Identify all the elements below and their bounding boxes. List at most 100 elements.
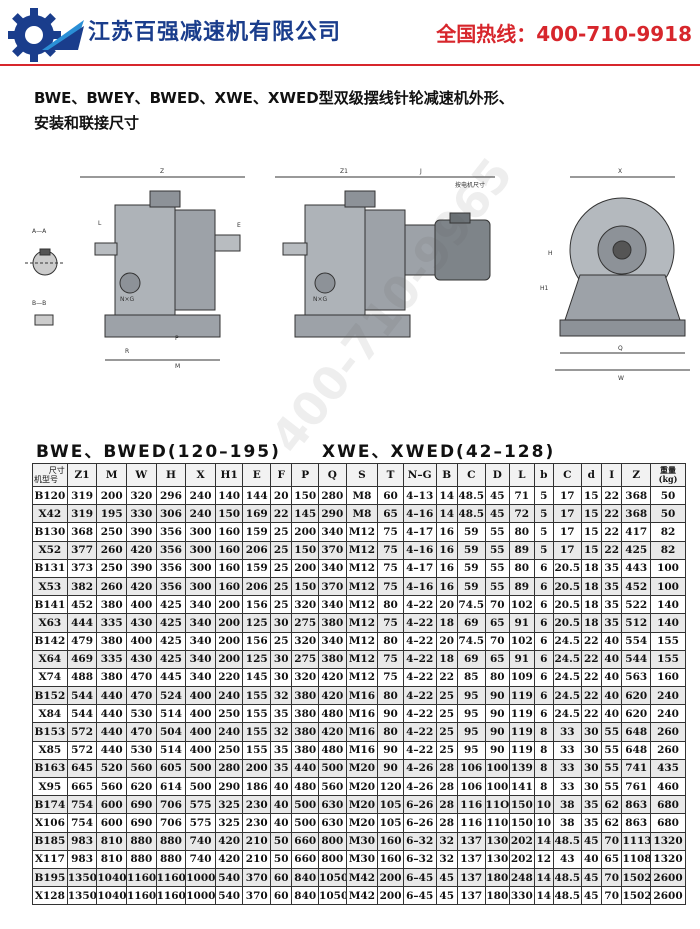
model-cell: B185 (32, 831, 68, 851)
value-cell: 530 (125, 740, 157, 760)
model-cell: X128 (32, 886, 68, 906)
value-cell: 4–16 (402, 504, 437, 524)
value-cell: 40 (580, 849, 603, 869)
value-cell: 25 (435, 722, 458, 742)
value-cell: 55 (484, 540, 511, 560)
value-cell: 33 (552, 776, 582, 797)
reducer-end-view-drawing: X Q W H H1 (540, 168, 690, 382)
label-h: H (548, 250, 553, 257)
value-cell: 137 (456, 831, 486, 851)
value-cell: 90 (377, 740, 404, 760)
value-cell: 6–32 (402, 849, 437, 869)
value-cell: 62 (600, 795, 623, 815)
value-cell: 480 (318, 740, 347, 760)
value-cell: 4–16 (402, 576, 437, 597)
value-cell: M12 (345, 595, 379, 615)
value-cell: 195 (96, 504, 127, 524)
value-cell: 155 (242, 740, 272, 760)
value-cell: 470 (125, 686, 157, 706)
value-cell: 983 (66, 831, 98, 851)
value-cell: 22 (600, 504, 623, 524)
value-cell: 370 (242, 886, 272, 906)
value-cell: 5 (533, 504, 554, 524)
value-cell: 40 (270, 795, 293, 815)
value-cell: 15 (580, 485, 603, 506)
model-cell: B141 (32, 595, 68, 615)
value-cell: M12 (345, 576, 379, 597)
value-cell: 1040 (96, 886, 127, 906)
value-cell: 6 (533, 649, 554, 669)
value-cell: 880 (155, 831, 187, 851)
value-cell: 320 (291, 631, 320, 651)
value-cell: 260 (96, 576, 127, 597)
label-aa: A—A (32, 228, 47, 235)
value-cell: 100 (650, 558, 686, 578)
column-header: M (96, 463, 127, 487)
value-cell: 420 (214, 849, 244, 869)
value-cell: 17 (552, 504, 582, 524)
value-cell: 380 (318, 649, 347, 669)
value-cell: 130 (484, 831, 511, 851)
value-cell: 443 (621, 558, 652, 578)
shaft-section-views: A—A B—B (25, 228, 65, 326)
value-cell: 91 (509, 649, 535, 669)
series-heading-right: XWE、XWED(42–128) (322, 442, 556, 462)
value-cell: 25 (435, 686, 458, 706)
column-header: P (291, 463, 320, 487)
value-cell: 50 (650, 504, 686, 524)
value-cell: 420 (125, 576, 157, 597)
value-cell: 137 (456, 886, 486, 906)
value-cell: 45 (435, 867, 458, 888)
value-cell: 340 (318, 631, 347, 651)
value-cell: 200 (96, 485, 127, 506)
model-cell: B195 (32, 867, 68, 888)
value-cell: 30 (270, 649, 293, 669)
value-cell: 425 (621, 540, 652, 560)
value-cell: 4–22 (402, 686, 437, 706)
value-cell: 620 (125, 776, 157, 797)
value-cell: 6 (533, 667, 554, 688)
value-cell: 6 (533, 631, 554, 651)
value-cell: 425 (155, 595, 187, 615)
value-cell: 55 (600, 740, 623, 760)
value-cell: 280 (318, 485, 347, 506)
value-cell: 137 (456, 849, 486, 869)
value-cell: 810 (96, 849, 127, 869)
value-cell: 6 (533, 576, 554, 597)
value-cell: 377 (66, 540, 98, 560)
value-cell: 140 (650, 595, 686, 615)
value-cell: 250 (214, 740, 244, 760)
value-cell: 863 (621, 795, 652, 815)
value-cell: 24.5 (552, 704, 582, 724)
value-cell: 55 (600, 758, 623, 779)
value-cell: 22 (580, 686, 603, 706)
value-cell: 186 (242, 776, 272, 797)
label-p: P (175, 335, 179, 342)
value-cell: 18 (580, 558, 603, 578)
value-cell: 440 (96, 686, 127, 706)
value-cell: 741 (621, 758, 652, 779)
value-cell: 15 (580, 540, 603, 560)
value-cell: 340 (318, 595, 347, 615)
model-cell: B130 (32, 522, 68, 542)
model-cell: X117 (32, 849, 68, 869)
value-cell: 55 (600, 722, 623, 742)
value-cell: 20.5 (552, 558, 582, 578)
value-cell: 80 (377, 686, 404, 706)
hotline: 全国热线：400-710-9918 (436, 22, 692, 46)
value-cell: 1320 (650, 849, 686, 869)
column-header: d (580, 463, 603, 487)
value-cell: 145 (242, 667, 272, 688)
value-cell: 4–22 (402, 667, 437, 688)
value-cell: 16 (435, 522, 458, 542)
value-cell: 100 (650, 576, 686, 597)
value-cell: 15 (580, 504, 603, 524)
gear-logo-icon (8, 8, 84, 62)
value-cell: 50 (650, 485, 686, 506)
